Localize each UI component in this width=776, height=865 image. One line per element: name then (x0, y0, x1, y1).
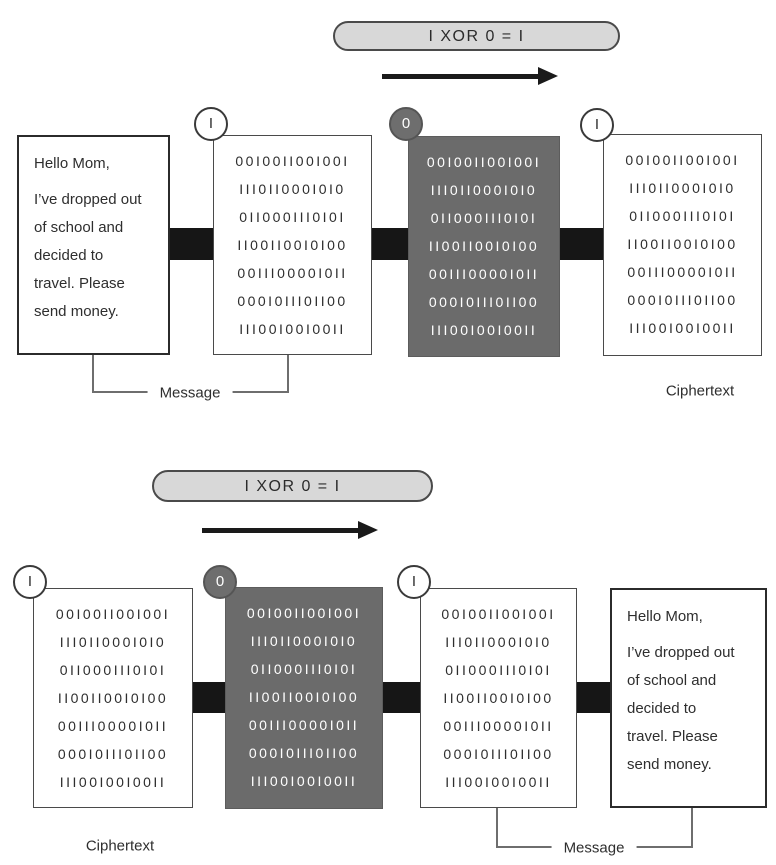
binary-row: 00I00II00I00I (246, 605, 362, 621)
binary-row: 000I0III0II00 (57, 746, 169, 762)
key-bit-badge-one: I (13, 565, 47, 599)
message-body: I’ve dropped out of school and decided to t… (34, 186, 156, 326)
binary-row: III00I00I00II (59, 774, 167, 790)
binary-row: 0II000III0I0I (59, 662, 167, 678)
message-binary-panel: 00I00II00I00I III0II000I0I0 0II000III0I0I I… (213, 135, 372, 355)
message-body-line: of school and (627, 672, 717, 689)
binary-row: 0II000III0I0I (430, 210, 538, 226)
connector-bar (577, 682, 610, 713)
binary-row: 00I00II00I00I (625, 152, 740, 168)
message-body-line: travel. Please (627, 728, 718, 745)
binary-row: 00I00II00I00I (55, 606, 171, 622)
binary-row: 00III0000I0II (57, 718, 169, 734)
plaintext-panel: Hello Mom, I’ve dropped out of school and… (17, 135, 170, 355)
message-greeting: Hello Mom, (34, 155, 110, 172)
binary-row: III0II000I0I0 (250, 633, 358, 649)
message-body-line: I’ve dropped out (627, 644, 735, 661)
binary-row: III0II000I0I0 (239, 181, 346, 197)
xor-formula-pill: I XOR 0 = I (333, 21, 620, 51)
binary-row: III0II000I0I0 (445, 634, 552, 650)
binary-row: 0II000III0I0I (239, 209, 346, 225)
binary-row: II00II00I0I00 (237, 237, 348, 253)
binary-row: III00I00I00II (239, 321, 346, 337)
binary-row: 00I00II00I00I (426, 154, 542, 170)
binary-row: III0II000I0I0 (59, 634, 167, 650)
connector-bar (383, 682, 420, 713)
binary-row: 000I0III0II00 (627, 292, 738, 308)
binary-row: III00I00I00II (629, 320, 736, 336)
binary-row: 0II000III0I0I (445, 662, 552, 678)
binary-row: II00II00I0I00 (627, 236, 738, 252)
message-body-line: decided to (627, 700, 697, 717)
message-body-line: decided to (34, 247, 104, 264)
message-bracket-right (287, 353, 289, 393)
message-label: Message (147, 384, 233, 402)
message-label: Message (551, 839, 637, 857)
message-bracket-left (92, 355, 94, 393)
ciphertext-label: Ciphertext (73, 837, 167, 855)
binary-row: 00III0000I0II (237, 265, 348, 281)
binary-row: II00II00I0I00 (248, 689, 360, 705)
ciphertext-binary-panel: 00I00II00I00I III0II000I0I0 0II000III0I0I I… (33, 588, 193, 808)
key-bit-badge-zero: 0 (203, 565, 237, 599)
binary-row: II00II00I0I00 (443, 690, 554, 706)
message-bracket-right (691, 808, 693, 848)
keystream-panel: 00I00II00I00I III0II000I0I0 0II000III0I0I I… (408, 136, 560, 357)
key-bit-badge-one: I (580, 108, 614, 142)
message-body-line: send money. (34, 303, 119, 320)
keystream-panel: 00I00II00I00I III0II000I0I0 0II000III0I0I I… (225, 587, 383, 809)
binary-row: 0II000III0I0I (629, 208, 736, 224)
binary-row: 00III0000I0II (443, 718, 554, 734)
binary-row: 00III0000I0II (627, 264, 738, 280)
ciphertext-binary-panel: 00I00II00I00I III0II000I0I0 0II000III0I0I I… (603, 134, 762, 356)
ciphertext-label: Ciphertext (653, 382, 747, 400)
binary-row: III0II000I0I0 (629, 180, 736, 196)
plaintext-panel: Hello Mom, I’ve dropped out of school and… (610, 588, 767, 808)
binary-row: 00III0000I0II (248, 717, 360, 733)
message-body: I’ve dropped out of school and decided to t… (627, 639, 753, 779)
message-body-line: travel. Please (34, 275, 125, 292)
binary-row: III00I00I00II (250, 773, 358, 789)
binary-row: III0II000I0I0 (430, 182, 538, 198)
key-bit-badge-zero: 0 (389, 107, 423, 141)
binary-row: 00I00II00I00I (441, 606, 556, 622)
binary-row: 00III0000I0II (428, 266, 540, 282)
flow-arrow-head (538, 67, 558, 85)
binary-row: II00II00I0I00 (57, 690, 169, 706)
message-body-line: I’ve dropped out (34, 191, 142, 208)
flow-arrow-line (382, 74, 538, 79)
binary-row: 00I00II00I00I (235, 153, 350, 169)
binary-row: 0II000III0I0I (250, 661, 358, 677)
connector-bar (170, 228, 213, 260)
message-bracket-left (496, 808, 498, 848)
key-bit-badge-one: I (194, 107, 228, 141)
flow-arrow-head (358, 521, 378, 539)
binary-row: 000I0III0II00 (248, 745, 360, 761)
message-greeting: Hello Mom, (627, 608, 703, 625)
binary-row: III00I00I00II (445, 774, 552, 790)
flow-arrow-line (202, 528, 358, 533)
binary-row: 000I0III0II00 (237, 293, 348, 309)
connector-bar (372, 228, 408, 260)
connector-bar (193, 682, 225, 713)
binary-row: III00I00I00II (430, 322, 538, 338)
message-body-line: of school and (34, 219, 124, 236)
key-bit-badge-one: I (397, 565, 431, 599)
connector-bar (560, 228, 603, 260)
binary-row: II00II00I0I00 (428, 238, 540, 254)
message-binary-panel: 00I00II00I00I III0II000I0I0 0II000III0I0I I… (420, 588, 577, 808)
message-body-line: send money. (627, 756, 712, 773)
binary-row: 000I0III0II00 (428, 294, 540, 310)
xor-formula-pill: I XOR 0 = I (152, 470, 433, 502)
binary-row: 000I0III0II00 (443, 746, 554, 762)
